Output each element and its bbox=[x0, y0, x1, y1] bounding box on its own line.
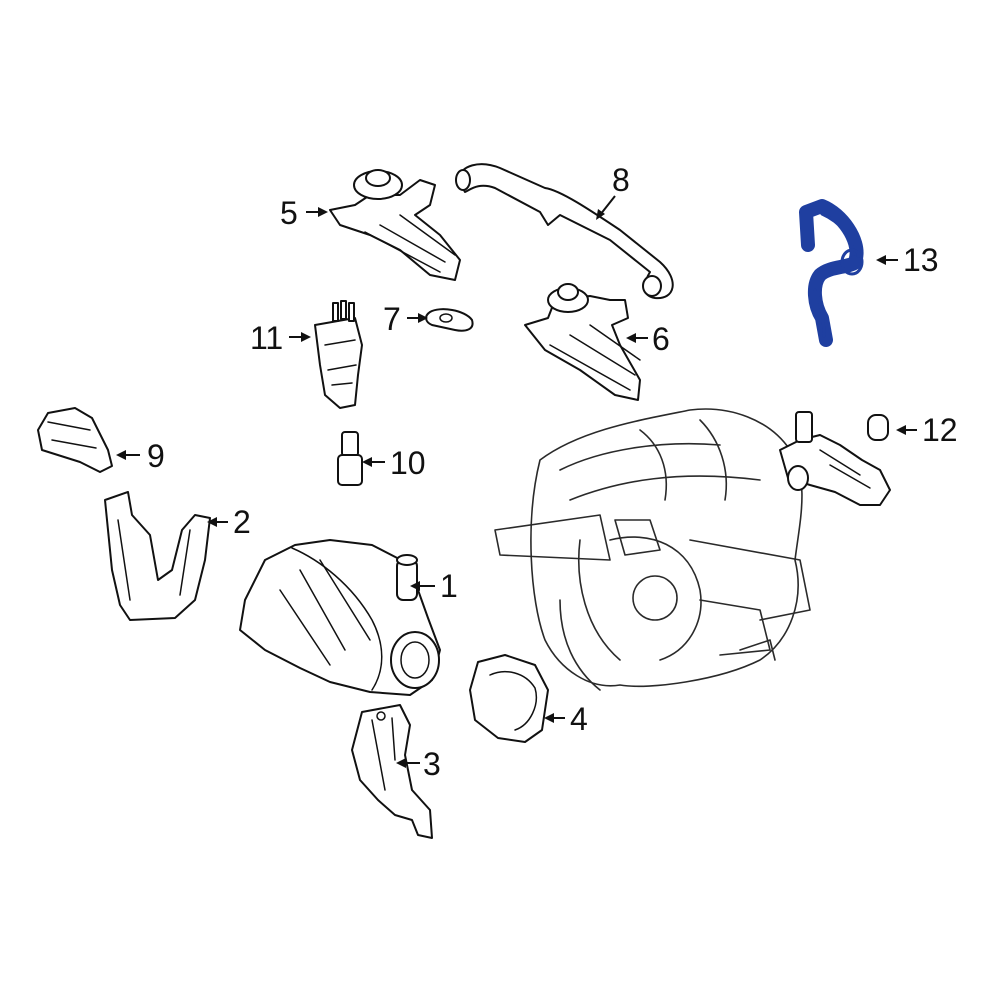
part-7-gasket bbox=[425, 308, 474, 332]
callout-5: 5 bbox=[280, 195, 298, 231]
part-4-coupler bbox=[469, 654, 549, 743]
callout-8: 8 bbox=[612, 162, 630, 198]
part-8-air-tube bbox=[455, 163, 674, 300]
callout-2: 2 bbox=[233, 504, 251, 540]
part-5-check-valve bbox=[329, 169, 461, 281]
callout-labels: 1 2 3 4 5 6 7 8 9 10 11 12 13 bbox=[147, 162, 958, 782]
leader-lines bbox=[116, 195, 917, 768]
part-6-check-valve bbox=[524, 283, 641, 401]
callout-1: 1 bbox=[440, 568, 458, 604]
part-1-air-pump bbox=[239, 539, 441, 696]
part-2-heat-shield bbox=[104, 491, 211, 621]
callout-3: 3 bbox=[423, 746, 441, 782]
part-12-air-pump bbox=[779, 411, 891, 506]
callout-4: 4 bbox=[570, 701, 588, 737]
callout-12: 12 bbox=[922, 412, 958, 448]
part-3-bracket bbox=[351, 704, 433, 839]
part-10-connector bbox=[337, 431, 363, 486]
part-13-hose-highlighted bbox=[799, 199, 864, 347]
callout-7: 7 bbox=[383, 301, 401, 337]
callout-9: 9 bbox=[147, 438, 165, 474]
callout-10: 10 bbox=[390, 445, 426, 481]
callout-13: 13 bbox=[903, 242, 939, 278]
callout-11: 11 bbox=[250, 320, 283, 356]
part-9-bracket bbox=[37, 407, 113, 473]
part-11-solenoid bbox=[314, 300, 363, 409]
callout-6: 6 bbox=[652, 321, 670, 357]
engine-manifold-illustration bbox=[494, 408, 811, 691]
